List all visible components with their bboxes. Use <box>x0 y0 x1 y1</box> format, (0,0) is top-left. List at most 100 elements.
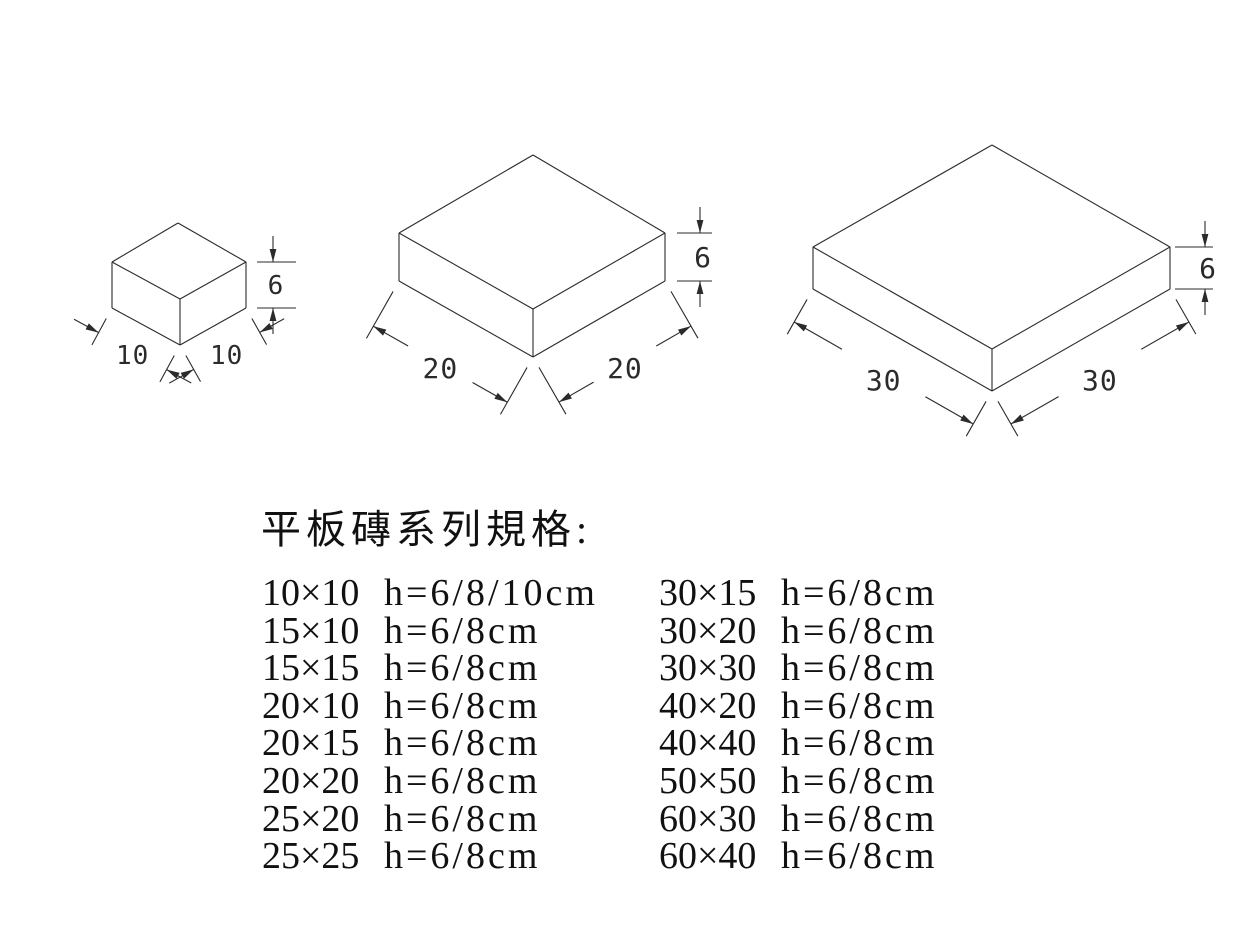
arrowhead <box>269 249 277 262</box>
spec-height: h=6/8/10cm <box>384 572 598 614</box>
box-edge <box>532 280 666 358</box>
spec-height: h=6/8cm <box>384 684 541 727</box>
spec-size: 40×40 <box>659 722 757 765</box>
extension-line <box>365 291 394 339</box>
box-edge <box>991 288 1171 392</box>
dimension-label: 30 <box>1082 364 1118 397</box>
spec-row: 40×20 h=6/8cm <box>659 684 1056 727</box>
dimension-label: 6 <box>694 241 712 274</box>
arrowhead <box>794 322 808 332</box>
extension-line <box>670 291 699 339</box>
spec-size: 60×40 <box>659 835 757 878</box>
box-edge <box>812 246 993 350</box>
dimension-label: 20 <box>422 352 458 385</box>
spec-row: 30×20 h=6/8cm <box>659 609 1056 652</box>
extension-line <box>997 401 1019 437</box>
box-edge <box>177 222 247 263</box>
spec-height: h=6/8cm <box>384 722 541 765</box>
spec-height: h=6/8cm <box>384 835 541 878</box>
arrowhead <box>269 308 277 321</box>
box-edge <box>179 307 247 346</box>
arrowhead <box>558 392 572 403</box>
spec-height: h=6/8cm <box>781 684 938 727</box>
brick-small: 10 10 6 <box>73 222 296 384</box>
arrowhead <box>960 414 974 425</box>
spec-size: 50×50 <box>659 759 757 802</box>
spec-height: h=6/8cm <box>781 572 938 614</box>
dimension-label: 6 <box>1199 252 1217 285</box>
arrowhead <box>180 369 194 379</box>
spec-size: 15×15 <box>262 647 360 690</box>
spec-row: 60×30 h=6/8cm <box>659 797 1056 840</box>
extension-line <box>1175 299 1197 335</box>
extension-line <box>185 355 202 382</box>
box-edge <box>398 232 534 310</box>
spec-height: h=6/8cm <box>781 797 938 840</box>
extension-line <box>538 367 567 415</box>
spec-height: h=6/8cm <box>781 722 938 765</box>
spec-size: 30×15 <box>659 572 757 614</box>
dimension-label: 10 <box>210 341 243 371</box>
spec-size: 25×20 <box>262 797 360 840</box>
arrowhead <box>85 323 99 333</box>
box-edge <box>812 288 993 392</box>
spec-size: 20×20 <box>262 759 360 802</box>
spec-size: 20×10 <box>262 684 360 727</box>
box-edge <box>812 144 993 248</box>
extension-line <box>159 355 175 383</box>
spec-size: 30×20 <box>659 609 757 652</box>
spec-row: 25×20 h=6/8cm <box>262 797 659 840</box>
specs-heading: 平板磚系列規格: <box>261 507 593 552</box>
spec-size: 25×25 <box>262 835 360 878</box>
spec-height: h=6/8cm <box>384 797 541 840</box>
spec-size: 40×20 <box>659 684 757 727</box>
extension-line <box>786 299 808 335</box>
extension-line <box>965 401 987 437</box>
dimension-label: 6 <box>268 271 285 301</box>
box-edge <box>532 232 666 310</box>
spec-row: 20×10 h=6/8cm <box>262 684 659 727</box>
spec-size: 15×10 <box>262 609 360 652</box>
box-edge <box>398 154 534 234</box>
spec-row: 50×50 h=6/8cm <box>659 759 1056 802</box>
dimension-label: 10 <box>116 341 149 371</box>
spec-size: 60×30 <box>659 797 757 840</box>
spec-row: 40×40 h=6/8cm <box>659 725 1056 763</box>
box-edge <box>111 222 179 263</box>
brick-diagram: 10 10 6 20 20 6 30 30 6 <box>73 144 1217 437</box>
extension-line <box>91 318 107 346</box>
spec-row: 20×15 h=6/8cm <box>262 725 659 763</box>
spec-row: 15×15 h=6/8cm <box>262 647 659 690</box>
arrowhead <box>1175 321 1189 332</box>
spec-height: h=6/8cm <box>384 647 541 690</box>
arrowhead <box>259 323 273 333</box>
arrowhead <box>677 326 691 336</box>
spec-height: h=6/8cm <box>781 609 938 652</box>
arrowhead <box>166 369 180 379</box>
brick-large: 30 30 6 <box>786 144 1217 437</box>
spec-size: 20×15 <box>262 722 360 765</box>
box-edge <box>532 154 666 234</box>
extension-line <box>499 367 528 415</box>
arrowhead <box>1201 289 1209 302</box>
arrowhead <box>373 326 387 336</box>
box-edge <box>991 246 1171 350</box>
dimension-label: 30 <box>866 364 902 397</box>
arrowhead <box>1201 234 1209 247</box>
spec-size: 10×10 <box>262 572 360 614</box>
spec-height: h=6/8cm <box>781 759 938 802</box>
extension-line <box>251 318 268 345</box>
arrowhead <box>494 392 508 403</box>
arrowhead <box>696 220 704 233</box>
dimension-label: 20 <box>607 352 643 385</box>
spec-height: h=6/8cm <box>781 647 938 690</box>
box-edge <box>179 261 247 300</box>
